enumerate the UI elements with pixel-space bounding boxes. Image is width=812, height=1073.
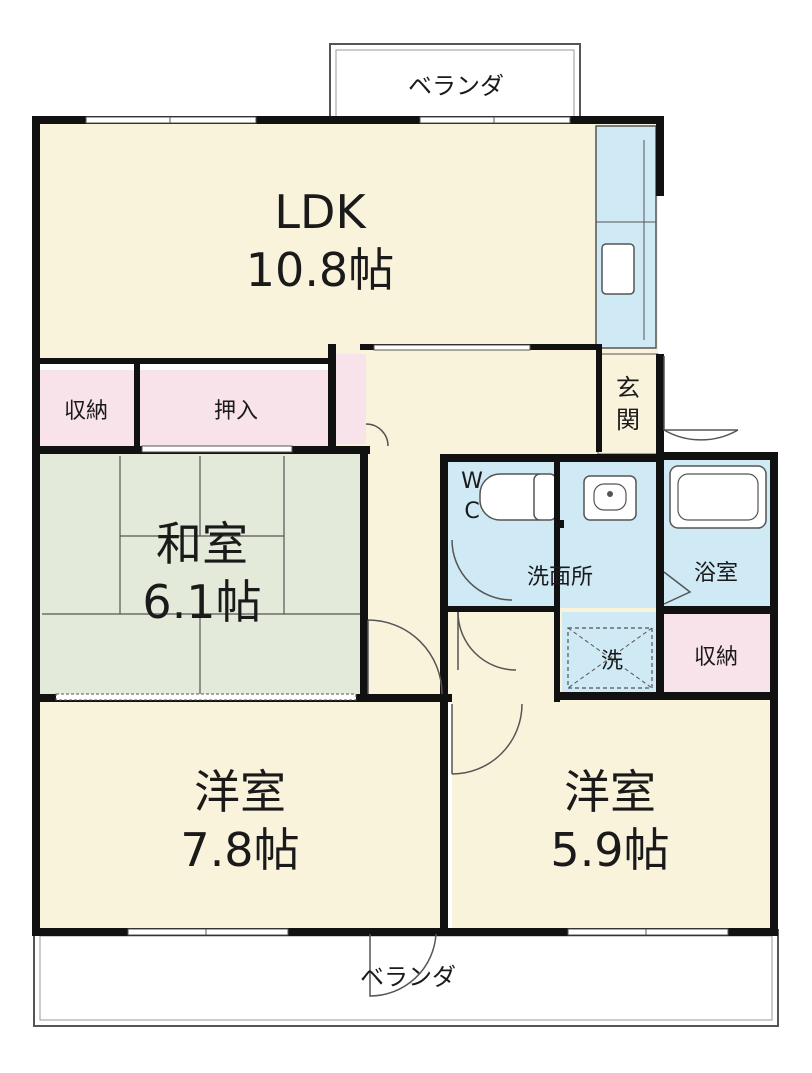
storage-right-label: 収納 xyxy=(694,645,738,670)
laundry-floor xyxy=(562,612,658,694)
sink-icon xyxy=(601,243,635,295)
balcony-bottom xyxy=(33,929,779,1027)
storage-left-floor xyxy=(38,370,134,446)
toilet-icon xyxy=(479,473,559,521)
storage-left-label: 収納 xyxy=(64,399,108,424)
entrance-label-2: 関 xyxy=(616,406,640,434)
laundry-label: 洗 xyxy=(601,649,623,674)
entrance-label-1: 玄 xyxy=(616,374,640,402)
storage-right-floor xyxy=(664,612,770,692)
tatami-room xyxy=(38,452,362,696)
western-left-floor xyxy=(38,700,442,930)
wc-label-1: W xyxy=(461,469,483,494)
washbasin-icon xyxy=(583,475,637,521)
windows xyxy=(55,116,729,936)
ldk-name: LDK xyxy=(274,185,367,239)
ldk-floor xyxy=(38,122,658,360)
kitchen-counter xyxy=(595,125,657,349)
western-left-name: 洋室 xyxy=(194,765,286,819)
ldk-size: 10.8帖 xyxy=(246,243,394,297)
western-left-size: 7.8帖 xyxy=(180,823,299,877)
entrance-floor xyxy=(597,353,659,455)
bathtub-icon xyxy=(669,465,767,529)
western-right-name: 洋室 xyxy=(564,765,656,819)
western-right-size: 5.9帖 xyxy=(550,823,669,877)
washitsu-size: 6.1帖 xyxy=(142,575,261,629)
balcony-top xyxy=(329,43,581,123)
balcony-bottom-label: ベランダ xyxy=(360,963,456,991)
washing-machine-pan xyxy=(567,627,653,689)
balcony-top-label: ベランダ xyxy=(408,72,504,100)
small-closet-floor xyxy=(336,354,366,444)
bath-label: 浴室 xyxy=(694,561,738,586)
wc-label-2: C xyxy=(464,499,479,524)
washroom-lower-floor xyxy=(458,612,558,694)
washroom-label: 洗面所 xyxy=(527,565,593,590)
closet-floor xyxy=(140,370,332,446)
closet-label: 押入 xyxy=(214,399,258,424)
western-right-floor xyxy=(452,700,772,930)
door-swings xyxy=(365,356,739,997)
washitsu-name: 和室 xyxy=(156,517,248,571)
